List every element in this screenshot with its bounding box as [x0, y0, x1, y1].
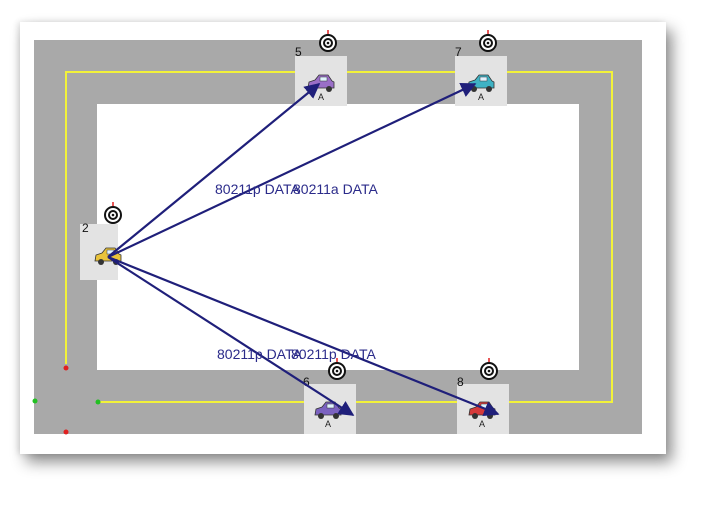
road-marker-green	[32, 398, 38, 404]
lane-line	[65, 71, 613, 403]
flow-arrow-2-5	[107, 83, 321, 258]
flow-label: 80211p DATA	[217, 346, 302, 362]
road-marker-red	[63, 365, 69, 371]
car-tag: A	[318, 92, 324, 102]
antenna-target-icon	[479, 30, 497, 52]
antenna-target-icon	[480, 358, 498, 380]
node-label: 5	[295, 45, 302, 59]
car-tag: A	[478, 92, 484, 102]
flow-arrow-2-6	[107, 256, 355, 416]
road-marker-red	[63, 429, 69, 435]
node-label: 2	[82, 221, 89, 235]
inner-block	[97, 104, 579, 370]
car-tag: A	[325, 419, 331, 429]
antenna-target-icon	[104, 202, 122, 224]
flow-arrow-2-8	[107, 255, 500, 416]
node-label: 6	[303, 375, 310, 389]
flow-arrow-2-7	[107, 82, 477, 258]
node-label: 8	[457, 375, 464, 389]
node-label: 7	[455, 45, 462, 59]
road-marker-green	[95, 399, 101, 405]
flow-label: 80211p DATA	[291, 346, 376, 362]
antenna-target-icon	[319, 30, 337, 52]
car-tag: A	[479, 419, 485, 429]
antenna-target-icon	[328, 358, 346, 380]
flow-label: 80211a DATA	[293, 181, 378, 197]
flow-label: 80211p DATA	[215, 181, 300, 197]
